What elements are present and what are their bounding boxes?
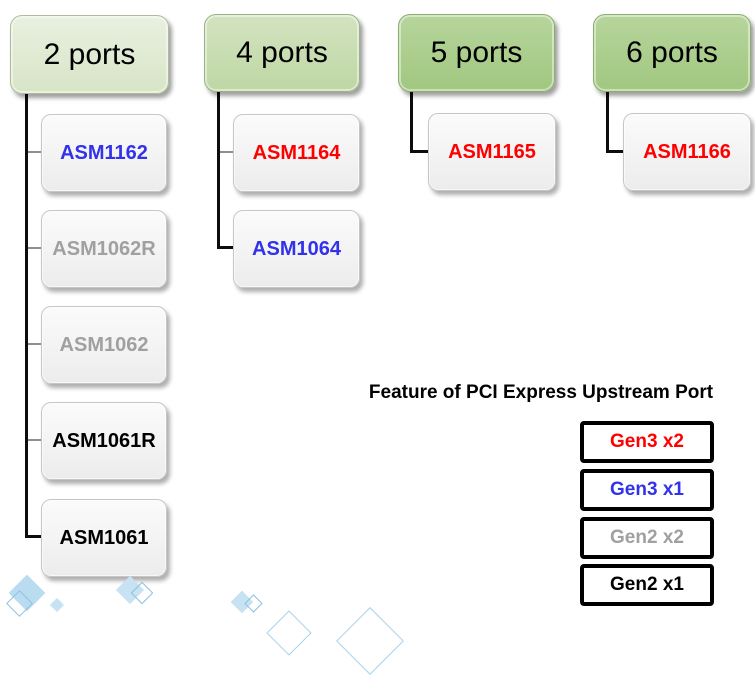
chip-asm1162: ASM1162 bbox=[41, 114, 167, 192]
connector-2ports-trunk bbox=[25, 92, 28, 538]
connector-2ports-stub-asm1062r bbox=[28, 247, 41, 249]
chip-asm1166: ASM1166 bbox=[623, 113, 751, 191]
legend-item-gen3-x1: Gen3 x1 bbox=[580, 469, 714, 511]
connector-4ports-trunk bbox=[217, 90, 220, 249]
connector-4ports-elbow-asm1064 bbox=[217, 246, 233, 249]
group-header-4-ports: 4 ports bbox=[204, 14, 360, 92]
chip-asm1062r: ASM1062R bbox=[41, 210, 167, 288]
chevron-decoration bbox=[336, 607, 404, 675]
chip-label: ASM1064 bbox=[252, 237, 341, 260]
diagram-canvas: { "groups": [ { "label": "2 ports", "chi… bbox=[6, 14, 751, 675]
group-header-label: 2 ports bbox=[43, 37, 136, 71]
chip-label: ASM1062 bbox=[59, 333, 149, 356]
connector-2ports-elbow-asm1061 bbox=[25, 535, 41, 538]
chip-label: ASM1061 bbox=[59, 526, 149, 549]
diamond-decoration bbox=[49, 597, 65, 613]
connector-4ports-stub-asm1164 bbox=[220, 151, 233, 153]
chip-asm1165: ASM1165 bbox=[428, 113, 556, 191]
group-header-2-ports: 2 ports bbox=[10, 15, 169, 94]
legend-title: Feature of PCI Express Upstream Port bbox=[368, 382, 714, 403]
legend-item-gen2-x2: Gen2 x2 bbox=[580, 517, 714, 559]
connector-6ports-elbow-asm1166 bbox=[606, 150, 623, 153]
chip-label: ASM1061R bbox=[52, 429, 156, 452]
chip-label: ASM1162 bbox=[60, 141, 148, 164]
legend-item-label: Gen3 x1 bbox=[610, 479, 684, 500]
connector-2ports-stub-asm1162 bbox=[28, 151, 41, 153]
legend-item-gen3-x2: Gen3 x2 bbox=[580, 421, 714, 463]
legend-item-label: Gen2 x2 bbox=[610, 527, 684, 548]
connector-5ports-trunk bbox=[410, 90, 413, 153]
group-header-6-ports: 6 ports bbox=[593, 14, 751, 92]
chip-asm1061: ASM1061 bbox=[41, 499, 167, 577]
chevron-decoration bbox=[266, 610, 312, 656]
legend-item-gen2-x1: Gen2 x1 bbox=[580, 564, 714, 606]
connector-2ports-stub-asm1061r bbox=[28, 439, 41, 441]
chip-label: ASM1166 bbox=[643, 140, 731, 163]
chip-asm1064: ASM1064 bbox=[233, 210, 360, 288]
legend-item-label: Gen3 x2 bbox=[610, 431, 684, 452]
connector-5ports-elbow-asm1165 bbox=[410, 150, 428, 153]
chip-label: ASM1164 bbox=[252, 141, 341, 164]
chip-label: ASM1165 bbox=[448, 140, 536, 163]
chip-label: ASM1062R bbox=[52, 237, 156, 260]
group-header-5-ports: 5 ports bbox=[398, 14, 555, 92]
group-header-label: 5 ports bbox=[430, 36, 523, 69]
chip-asm1164: ASM1164 bbox=[233, 114, 360, 192]
group-header-label: 6 ports bbox=[626, 36, 718, 69]
chip-asm1061r: ASM1061R bbox=[41, 402, 167, 480]
chip-asm1062: ASM1062 bbox=[41, 306, 167, 384]
connector-2ports-stub-asm1062 bbox=[28, 343, 41, 345]
legend-item-label: Gen2 x1 bbox=[610, 574, 684, 595]
connector-6ports-trunk bbox=[606, 90, 609, 153]
group-header-label: 4 ports bbox=[236, 36, 328, 69]
